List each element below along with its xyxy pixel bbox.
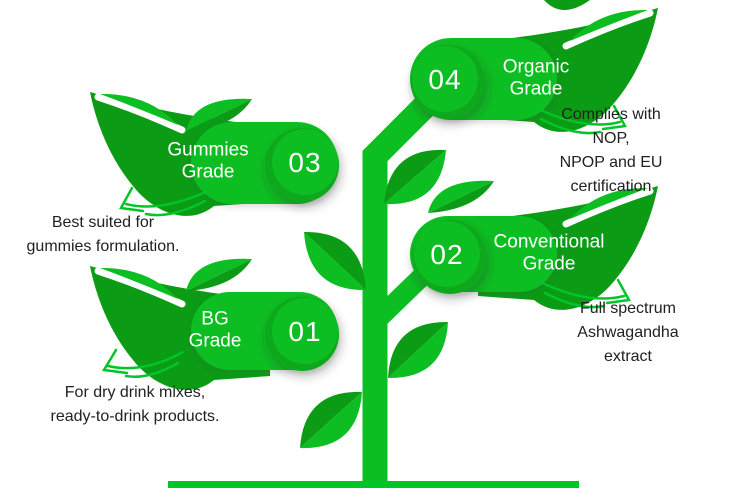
leaf-tip-sliver [100,93,178,125]
leaf-notch [562,9,654,50]
arrow-head [119,186,145,213]
step-badge-02 [410,180,658,310]
number-badge [411,45,485,119]
leaf-half-dark [388,321,448,378]
sprout-leaf-icon [544,0,590,10]
step-badge-04 [410,0,658,135]
curved-arrow-icon [534,104,627,135]
leaf-half-bright [304,232,366,291]
arrow-arc-2 [124,361,180,378]
arrow-head [601,104,627,131]
leaf-half-dark [304,231,366,290]
arrow-head [605,278,631,305]
ground-line [168,481,579,488]
badge-circle [412,46,478,112]
arrow-arc-2 [539,117,602,135]
badge-circle [272,129,338,195]
leaf-icon [384,149,446,205]
step-badge-03 [90,92,339,217]
leaf-half-bright [388,322,448,379]
leaf-notch [562,187,654,228]
step-badge-01 [90,258,339,390]
leaf-tip-sliver [570,9,648,41]
stem [362,78,453,484]
sprout-leaf-icon [428,180,494,213]
leaf-half-dark [300,391,362,448]
sprout-half-bright [186,98,252,131]
leaf-icon [388,321,448,379]
leaf-half-bright [300,392,362,449]
arrow-arc-2 [144,199,207,217]
badge-circle [414,221,480,287]
arrow-arc [538,280,626,300]
arrow-head [101,348,129,375]
badge-circle [272,298,338,364]
plant-stem-group [168,78,579,488]
arrow-arc [106,350,185,370]
curved-arrow-icon [119,186,212,217]
sprout-half-bright [186,258,252,291]
sprout-leaf-icon [186,258,252,291]
leaf-tip-sliver [100,267,178,299]
leaf-icon [304,231,366,291]
curved-arrow-icon [538,278,631,309]
number-badge [265,297,339,371]
arrow-arc-2 [543,291,606,309]
curved-arrow-icon [101,348,185,378]
leaf-icon [300,391,362,449]
leaf-notch [94,93,186,134]
leaf-half-bright [384,150,446,205]
number-badge [265,128,339,202]
arrow-arc [534,106,622,126]
leaf-tip-sliver [570,187,648,219]
sprout-half-bright [428,180,494,213]
sprout-leaf-icon [186,98,252,131]
leaf-notch [94,267,186,308]
arrow-arc [124,188,212,208]
leaf-half-dark [384,149,446,204]
number-badge [413,220,487,294]
